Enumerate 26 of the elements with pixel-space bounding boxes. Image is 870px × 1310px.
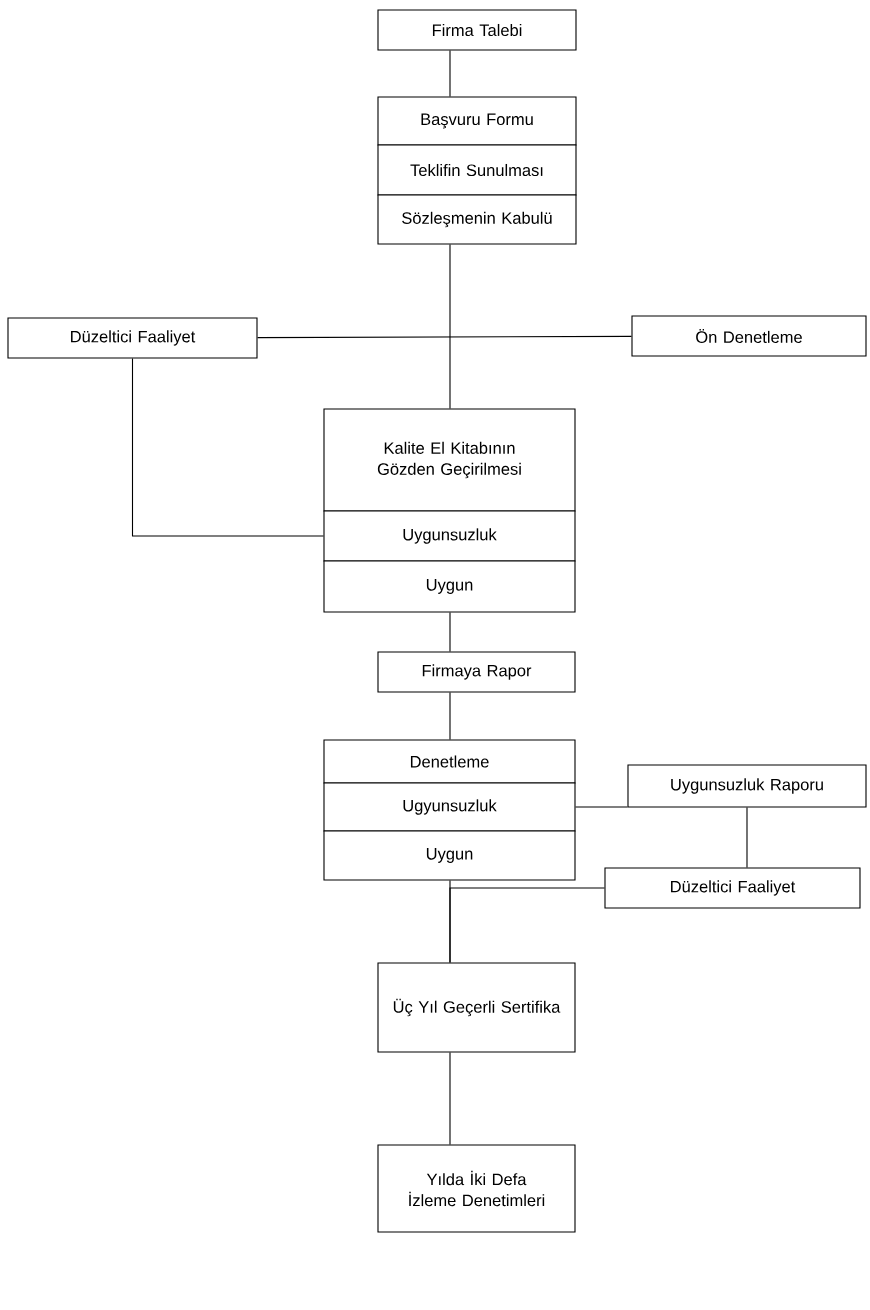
process-box: Yılda İki Defa İzleme Denetimleri xyxy=(377,1144,576,1233)
process-box: Düzeltici Faaliyet xyxy=(604,867,861,909)
connector-line xyxy=(449,612,451,652)
process-box: Ön Denetleme xyxy=(631,315,867,357)
process-box: Sözleşmenin Kabulü xyxy=(377,194,577,245)
process-box: Başvuru Formu xyxy=(377,96,577,146)
connector-line xyxy=(257,335,632,339)
process-box: Uygunsuzluk Raporu xyxy=(627,764,867,808)
connector-line xyxy=(575,806,628,808)
process-box: Firmaya Rapor xyxy=(377,651,576,693)
process-box: Firma Talebi xyxy=(377,9,577,51)
connector-line xyxy=(449,692,451,740)
connector-line xyxy=(131,358,324,537)
connector-line xyxy=(746,807,748,868)
process-box: Uygunsuzluk xyxy=(323,510,576,562)
process-box: Ugyunsuzluk xyxy=(323,782,576,832)
process-box: Düzeltici Faaliyet xyxy=(7,317,258,359)
process-box: Üç Yıl Geçerli Sertifika xyxy=(377,962,576,1053)
process-box: Uygun xyxy=(323,560,576,613)
process-box: Denetleme xyxy=(323,739,576,784)
process-box: Teklifin Sunulması xyxy=(377,144,577,196)
connector-line xyxy=(449,1052,451,1145)
connector-line xyxy=(449,50,451,97)
process-box: Uygun xyxy=(323,830,576,881)
connector-line xyxy=(449,887,605,963)
connector-line xyxy=(449,244,451,409)
